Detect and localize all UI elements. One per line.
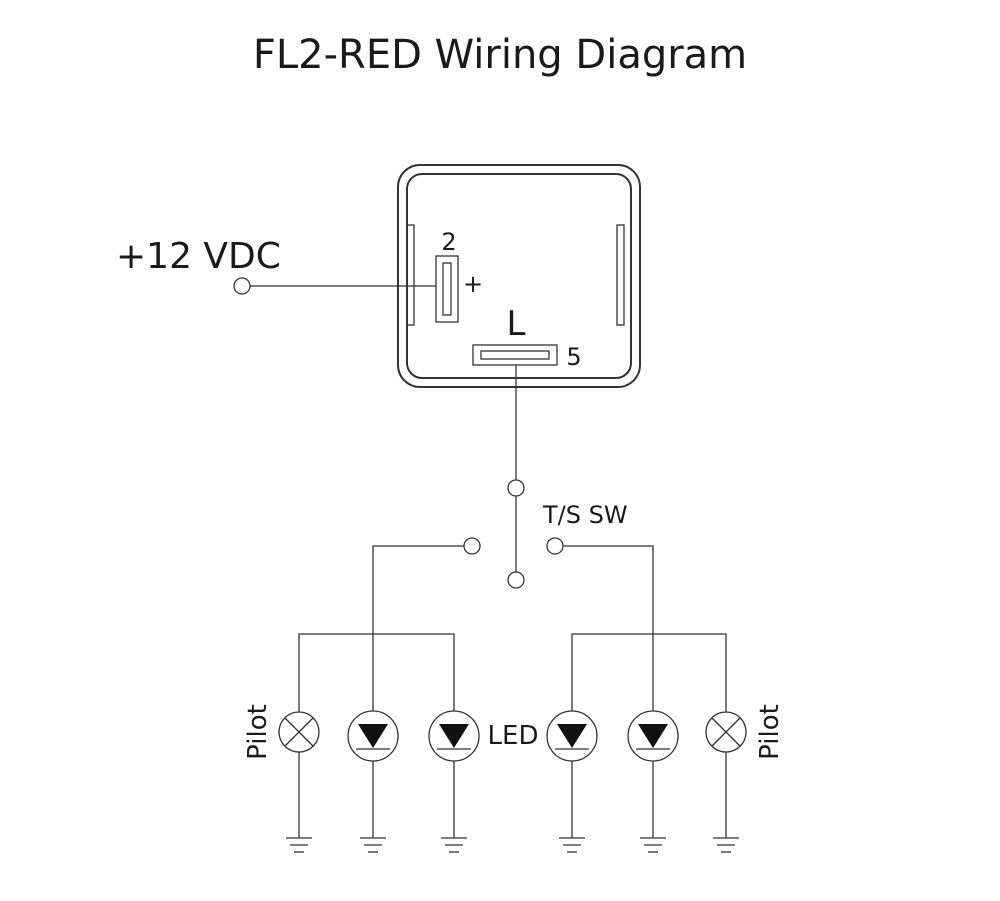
pin-2-polarity: + xyxy=(463,270,483,298)
ground-icon xyxy=(559,837,585,853)
ground-icon xyxy=(286,837,312,853)
pin-5-label: 5 xyxy=(566,343,581,371)
left-branch-wiring xyxy=(298,545,464,838)
led-icon xyxy=(627,710,679,762)
pilot-lamp-icon xyxy=(705,711,747,753)
pin-5-terminal xyxy=(472,344,558,366)
led-label: LED xyxy=(488,721,539,751)
pin-2-terminal xyxy=(435,255,459,323)
led-icon xyxy=(428,710,480,762)
ground-icon xyxy=(360,837,386,853)
right-pilot-label: Pilot xyxy=(755,704,785,760)
ground-icon xyxy=(441,837,467,853)
right-branch-wiring xyxy=(563,545,727,838)
pilot-lamp-icon xyxy=(278,711,320,753)
flasher-relay xyxy=(397,164,641,388)
pin-2-label: 2 xyxy=(441,228,456,256)
led-icon xyxy=(347,710,399,762)
supply-label: +12 VDC xyxy=(116,236,281,277)
turn-signal-switch xyxy=(463,479,564,589)
supply-terminal xyxy=(233,277,251,295)
diagram-title: FL2-RED Wiring Diagram xyxy=(253,32,747,78)
load-label: L xyxy=(507,304,526,344)
led-icon xyxy=(546,710,598,762)
ground-icon xyxy=(640,837,666,853)
ground-icon xyxy=(713,837,739,853)
left-pilot-label: Pilot xyxy=(243,704,273,760)
switch-label: T/S SW xyxy=(542,501,628,529)
